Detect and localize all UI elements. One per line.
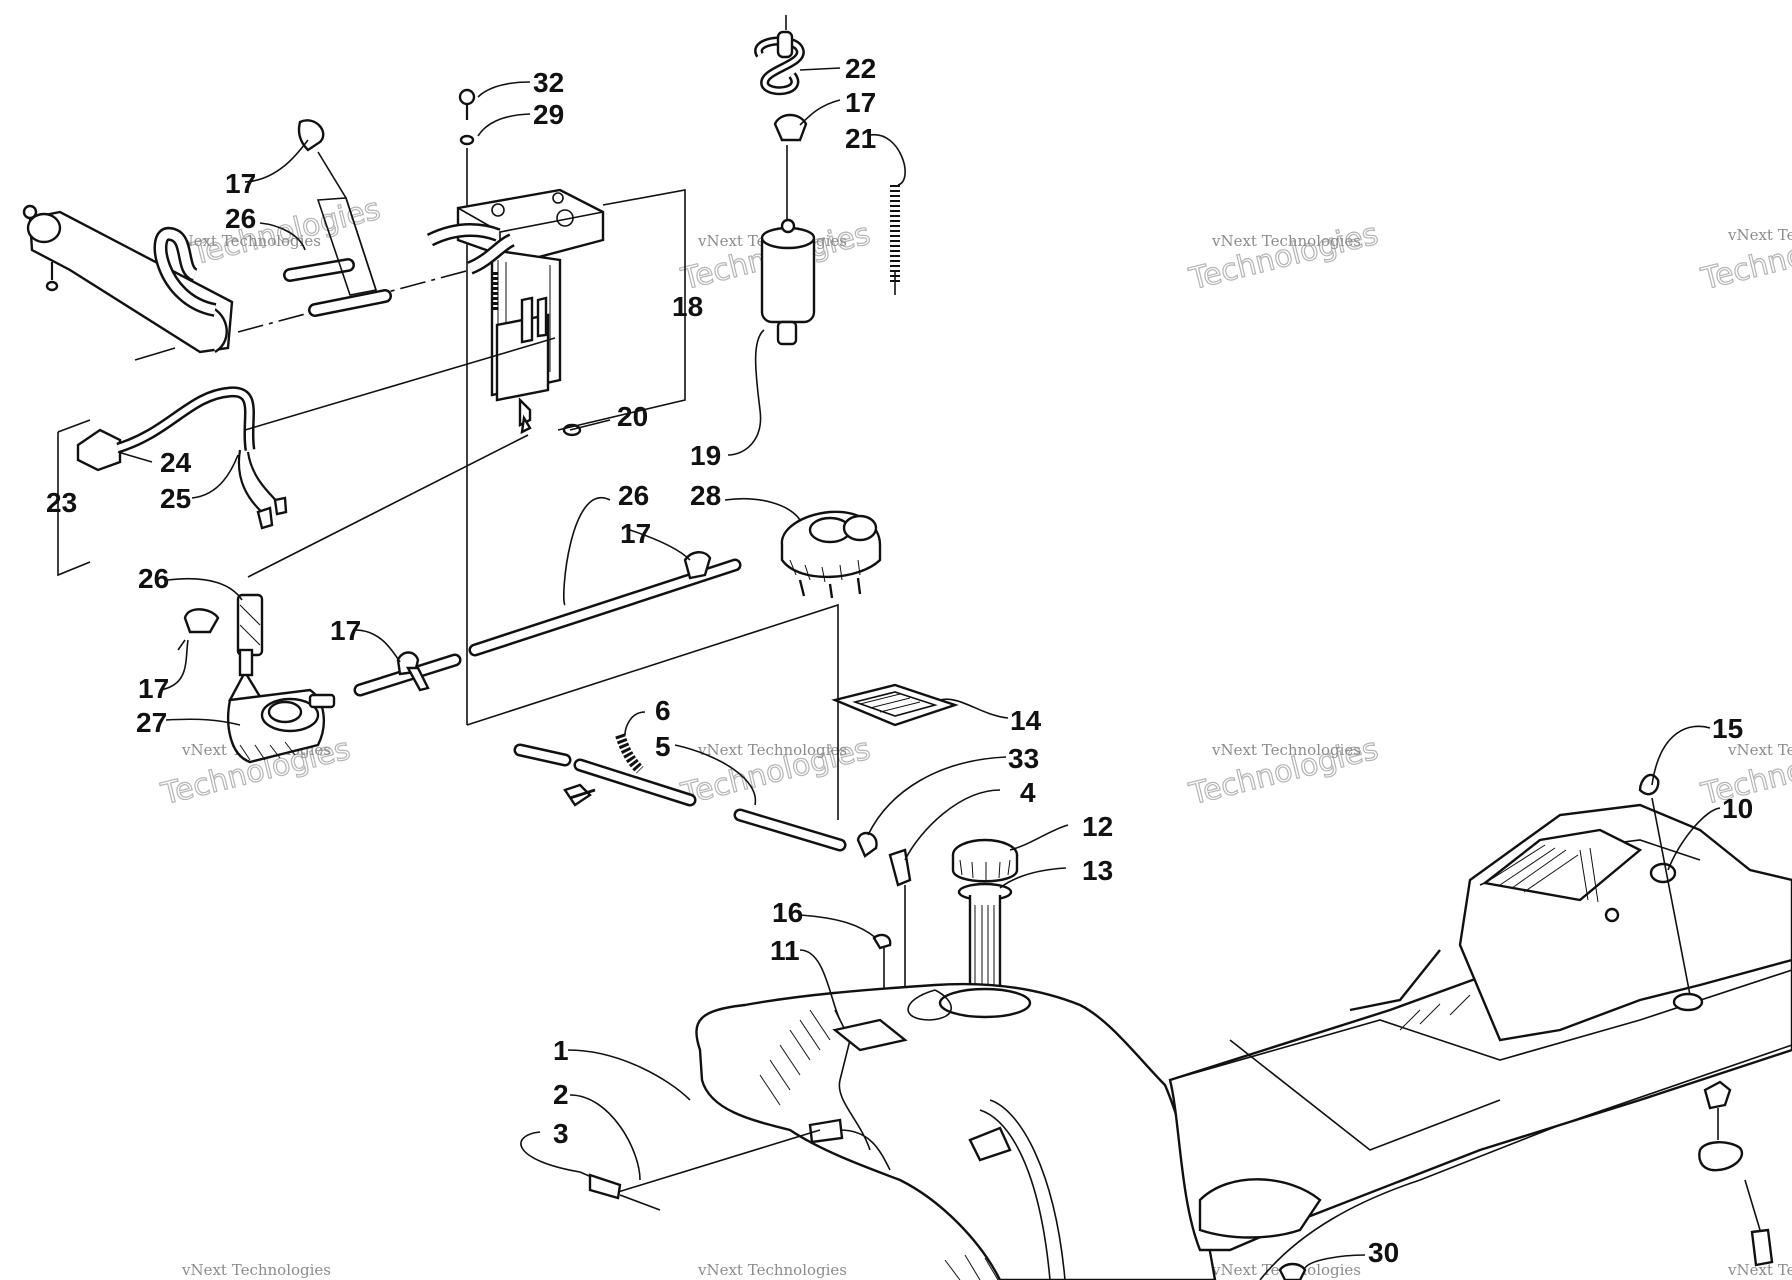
callout-29: 29 bbox=[533, 99, 564, 130]
callout-6: 6 bbox=[655, 695, 671, 726]
callout-11: 11 bbox=[770, 935, 800, 966]
watermark-small: vNext Technologies bbox=[697, 1261, 847, 1279]
callout-17: 17 bbox=[620, 518, 651, 549]
callout-12: 12 bbox=[1082, 811, 1113, 842]
callout-30: 30 bbox=[1368, 1237, 1399, 1268]
callout-23: 23 bbox=[46, 487, 77, 518]
callout-19: 19 bbox=[690, 440, 721, 471]
watermark-small: vNext Technologies bbox=[171, 232, 321, 250]
callout-17: 17 bbox=[845, 87, 876, 118]
callout-26: 26 bbox=[618, 480, 649, 511]
fuel-pump-module bbox=[426, 88, 686, 725]
callout-17: 17 bbox=[330, 615, 361, 646]
watermark-small: vNext Technologies bbox=[1727, 741, 1792, 759]
callout-21: 21 bbox=[845, 123, 876, 154]
callout-32: 32 bbox=[533, 67, 564, 98]
watermark-large: Technologies bbox=[1185, 217, 1381, 298]
callout-2: 2 bbox=[553, 1079, 569, 1110]
callout-20: 20 bbox=[617, 401, 648, 432]
fuel-pickup-assembly bbox=[177, 434, 529, 764]
fuel-lines-middle bbox=[353, 510, 882, 820]
callout-28: 28 bbox=[690, 480, 721, 511]
callout-13: 13 bbox=[1082, 855, 1113, 886]
watermark-small: vNext Technologies bbox=[181, 1261, 331, 1279]
callout-16: 16 bbox=[772, 897, 803, 928]
watermark-small: vNext Technologies bbox=[1211, 741, 1361, 759]
watermark-small: vNext Technologies bbox=[1727, 1261, 1792, 1279]
callout-33: 33 bbox=[1008, 743, 1039, 774]
callout-10: 10 bbox=[1722, 793, 1753, 824]
fuel-tank bbox=[695, 982, 1217, 1280]
fuel-rail-assembly bbox=[22, 119, 471, 388]
callout-24: 24 bbox=[160, 447, 192, 478]
callout-4: 4 bbox=[1020, 777, 1036, 808]
callout-3: 3 bbox=[553, 1118, 569, 1149]
fuel-lines-lower bbox=[513, 683, 959, 1050]
callout-17: 17 bbox=[138, 673, 169, 704]
chassis-tunnel bbox=[1168, 773, 1792, 1280]
callout-26: 26 bbox=[138, 563, 169, 594]
callout-5: 5 bbox=[655, 731, 671, 762]
fuel-filter bbox=[727, 15, 900, 456]
watermark-small: vNext Technologies bbox=[1211, 232, 1361, 250]
callout-18: 18 bbox=[672, 291, 703, 322]
watermark-small: vNext Technologies bbox=[697, 741, 847, 759]
callout-14: 14 bbox=[1010, 705, 1042, 736]
callout-27: 27 bbox=[136, 707, 167, 738]
watermark-small: vNext Technologies bbox=[1727, 226, 1792, 244]
callout-26: 26 bbox=[225, 203, 256, 234]
callout-22: 22 bbox=[845, 53, 876, 84]
callout-17: 17 bbox=[225, 168, 256, 199]
callout-1: 1 bbox=[553, 1035, 569, 1066]
callout-15: 15 bbox=[1712, 713, 1743, 744]
wiring-harness bbox=[57, 337, 556, 577]
callout-labels: 32 29 22 17 21 17 26 18 20 19 24 25 23 2… bbox=[46, 53, 1753, 1268]
leader-lines bbox=[117, 67, 1721, 1269]
callout-25: 25 bbox=[160, 483, 191, 514]
